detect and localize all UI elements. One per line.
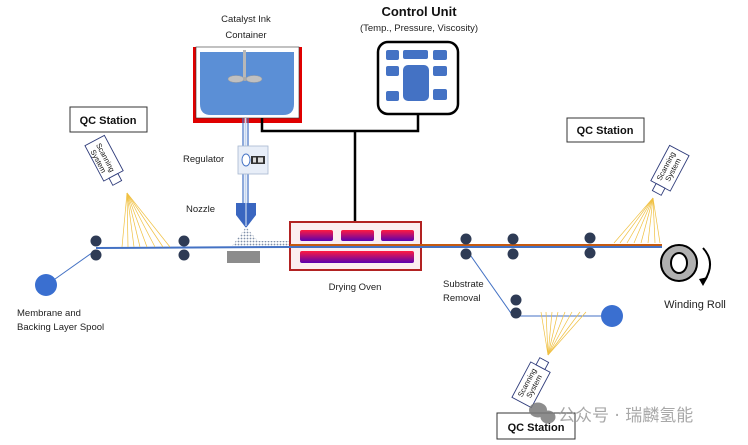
qc-station-label: QC Station <box>508 422 565 434</box>
catalyst-container-label-line2: Container <box>225 30 266 41</box>
spool-label-line1: Membrane and <box>17 308 81 319</box>
roller-pair <box>178 235 190 261</box>
scan-rays <box>540 311 587 356</box>
scanner-lens-icon <box>535 357 550 371</box>
web-line-uncoated <box>95 246 291 249</box>
qc-station-box <box>566 117 645 143</box>
winding-roll-label: Winding Roll <box>664 299 726 311</box>
nozzle: Nozzle <box>186 203 290 246</box>
roller-pairs <box>90 232 596 319</box>
web-feed-line <box>47 249 97 285</box>
qc-station-label: QC Station <box>80 115 137 127</box>
qc-station-1: QC Station Scanning System <box>69 106 171 248</box>
nozzle-label: Nozzle <box>186 204 215 215</box>
mixer-icon <box>227 50 263 83</box>
catalyst-container-label-line1: Catalyst Ink <box>221 14 271 25</box>
scanning-system: Scanning System <box>511 357 551 409</box>
ink-spray <box>232 227 290 246</box>
heater-element <box>300 251 414 263</box>
roller-pair <box>507 233 519 260</box>
roller-pair <box>584 232 596 259</box>
scanning-system: Scanning System <box>84 134 124 186</box>
watermark-text: 公众号 · 瑞麟氢能 <box>558 406 693 426</box>
scanner-lens-icon <box>651 182 666 196</box>
qc-station-2: QC Station Scanning System <box>566 117 690 244</box>
membrane-spool-icon <box>35 274 57 296</box>
drying-oven: Drying Oven <box>289 221 422 293</box>
spool-label-line2: Backing Layer Spool <box>17 322 104 333</box>
rotation-arrow-icon <box>702 247 711 281</box>
scan-rays <box>121 192 171 248</box>
backing-take-up-spool-icon <box>601 305 623 327</box>
qc-station-box <box>496 412 576 440</box>
scanner-lens-icon <box>108 172 123 186</box>
drying-oven-label: Drying Oven <box>329 282 382 293</box>
scan-rays <box>613 197 661 244</box>
control-unit-subtitle: (Temp., Pressure, Viscosity) <box>360 23 478 34</box>
control-panel-buttons <box>386 50 447 101</box>
heater-element <box>341 230 374 241</box>
winding-roll: Winding Roll <box>660 244 726 311</box>
roller-pair <box>90 235 102 261</box>
regulator: Regulator <box>183 145 269 175</box>
substrate-removal-label-line2: Removal <box>443 293 481 304</box>
qc-station-box <box>69 106 148 133</box>
heater-element <box>300 230 333 241</box>
heater-element <box>381 230 414 241</box>
scanning-system: Scanning System <box>650 144 690 196</box>
control-unit: Control Unit (Temp., Pressure, Viscosity… <box>360 4 478 116</box>
qc-station-3: Scanning System QC Station <box>496 311 587 440</box>
ink-tank-icon <box>200 52 294 115</box>
substrate-removal-line <box>465 248 612 317</box>
regulator-label: Regulator <box>183 154 224 165</box>
qc-station-label: QC Station <box>577 125 634 137</box>
catalyst-ink-container: Catalyst Ink Container <box>193 14 302 123</box>
control-unit-title: Control Unit <box>381 4 457 19</box>
substrate-removal-label-line1: Substrate <box>443 279 484 290</box>
control-wiring <box>260 114 420 222</box>
coating-backing-plate <box>227 251 260 263</box>
roller-pair <box>510 294 522 319</box>
wechat-icon <box>529 402 556 424</box>
roller-pair <box>460 233 472 260</box>
watermark: 公众号 · 瑞麟氢能 <box>529 402 693 426</box>
regulator-valve-icon <box>241 153 251 167</box>
